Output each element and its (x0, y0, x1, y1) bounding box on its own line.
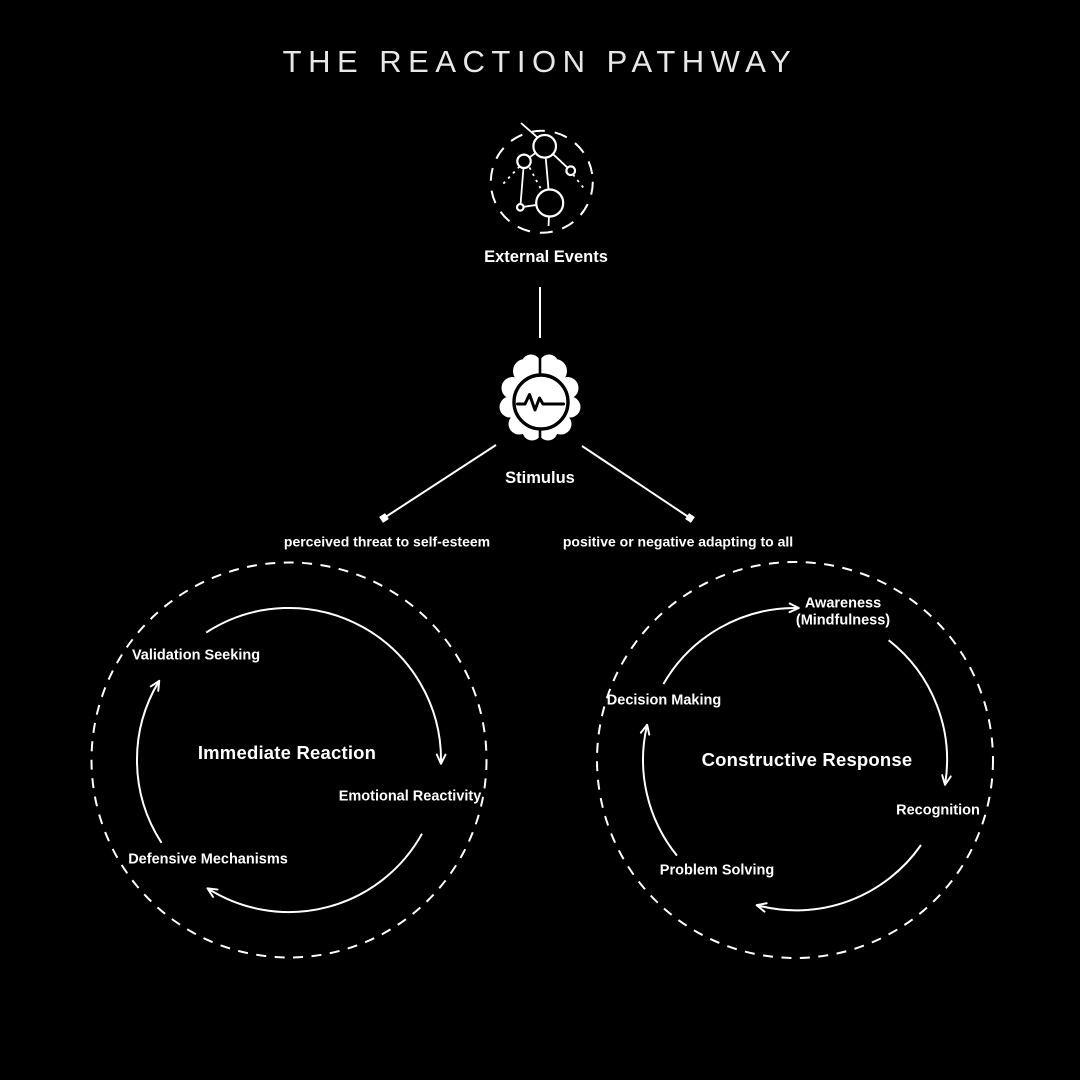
cycle-item-recognition: Recognition (896, 802, 980, 819)
branch-arrow-left (379, 444, 497, 523)
page-title: THE REACTION PATHWAY (282, 44, 798, 79)
stimulus-label: Stimulus (505, 469, 575, 488)
cycle-arc (205, 606, 447, 765)
cycle-item-problem-solving: Problem Solving (659, 862, 775, 879)
cycle-arc (639, 723, 678, 857)
cycle-item-awareness-mindfulness: Awareness (Mindfulness) (795, 595, 891, 629)
cycle-item-decision-making: Decision Making (606, 692, 722, 709)
branch-arrow-right (581, 445, 695, 523)
cycle-arc (662, 602, 800, 685)
branch-label-right: positive or negative adapting to all (562, 533, 794, 550)
brain-icon (499, 354, 581, 446)
cycle-circle-left (90, 561, 488, 959)
external-events-label: External Events (484, 248, 608, 267)
cycle-arc (206, 833, 423, 914)
cycle-arc (755, 844, 922, 913)
cycle-item-emotional-reactivity: Emotional Reactivity (338, 788, 482, 805)
cycle-item-defensive-mechanisms: Defensive Mechanisms (128, 851, 288, 868)
cycle-circle-right (596, 561, 994, 959)
cycle-title-constructive-response: Constructive Response (701, 748, 913, 770)
cycle-arc (135, 679, 163, 844)
network-icon (489, 122, 594, 234)
cycle-title-immediate-reaction: Immediate Reaction (197, 741, 377, 763)
cycle-item-validation-seeking: Validation Seeking (131, 647, 261, 664)
cycle-arc (887, 639, 952, 786)
branch-label-left: perceived threat to self-esteem (283, 533, 491, 550)
